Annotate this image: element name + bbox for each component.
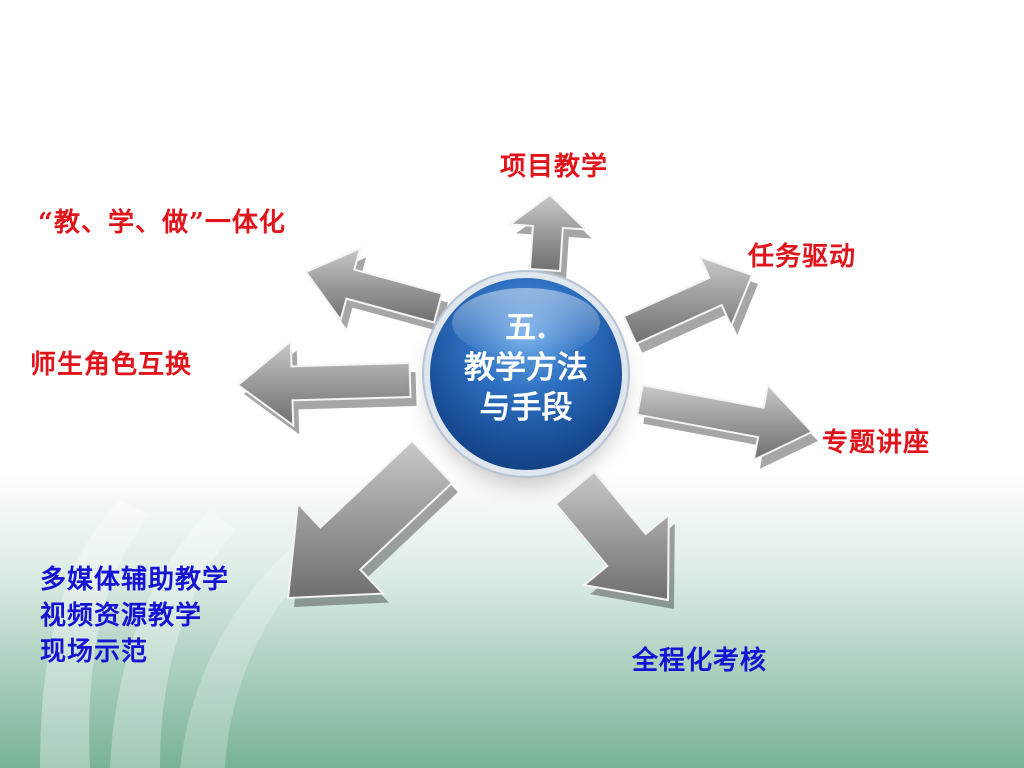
label-upper-left: “教、学、做”一体化 xyxy=(38,208,286,238)
arrow-top xyxy=(507,193,589,273)
label-lower-left-line-1: 多媒体辅助教学 xyxy=(40,565,230,595)
label-right: 专题讲座 xyxy=(822,428,931,458)
background-band xyxy=(0,470,1024,768)
label-lower-left: 多媒体辅助教学 视频资源教学 现场示范 xyxy=(40,562,229,670)
label-lower-right: 全程化考核 xyxy=(632,646,768,676)
arrow-upper-left xyxy=(304,246,444,324)
label-lower-left-line-2: 视频资源教学 xyxy=(40,601,203,631)
hub-title: 五. 教学方法 与手段 xyxy=(430,308,622,428)
background-swoosh xyxy=(40,500,318,768)
label-left: 师生角色互换 xyxy=(30,350,193,380)
arrow-right xyxy=(636,382,814,462)
hub-line-2: 教学方法 xyxy=(464,350,588,386)
label-top: 项目教学 xyxy=(500,152,609,182)
arrow-lower-right xyxy=(554,470,670,602)
arrow-upper-right xyxy=(622,255,754,346)
label-upper-right: 任务驱动 xyxy=(748,242,857,272)
hub-line-3: 与手段 xyxy=(479,390,573,426)
hub-line-1: 五. xyxy=(505,310,547,346)
center-hub: 五. 教学方法 与手段 xyxy=(430,278,622,470)
hub-gloss xyxy=(452,288,600,358)
label-lower-left-line-3: 现场示范 xyxy=(40,637,149,667)
arrow-lower-left xyxy=(286,439,454,600)
arrow-left xyxy=(236,339,412,428)
